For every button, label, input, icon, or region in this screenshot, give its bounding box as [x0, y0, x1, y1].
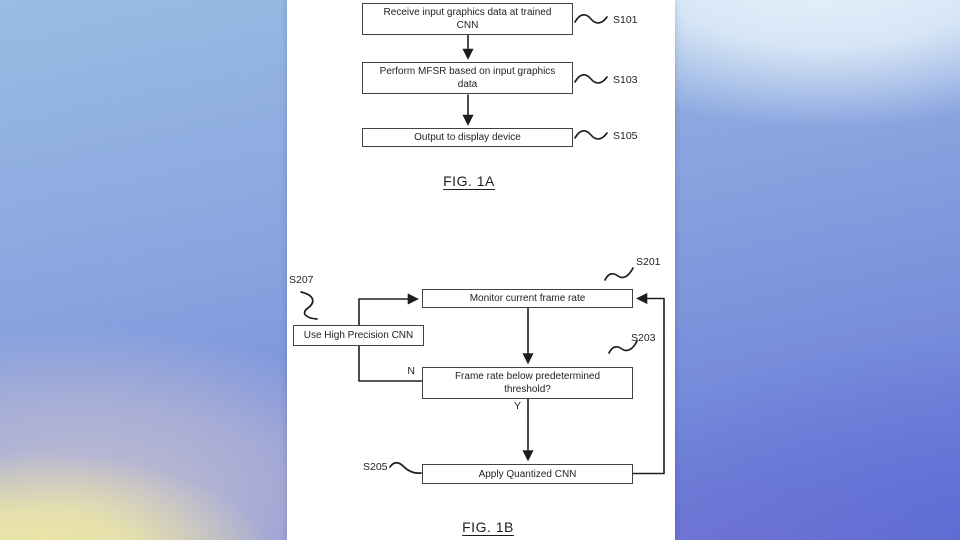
- figure-caption-1b: FIG. 1B: [462, 519, 514, 535]
- flow-box-use-high-precision-cnn: Use High Precision CNN: [293, 325, 424, 346]
- step-label-s201: S201: [636, 256, 661, 268]
- flow-box-label: Output to display device: [414, 132, 521, 143]
- flow-box-label: Receive input graphics data at trained C…: [383, 7, 552, 31]
- flow-box-threshold-decision: Frame rate below predetermined threshold…: [422, 367, 633, 399]
- flow-box-label: Perform MFSR based on input graphics dat…: [379, 66, 556, 90]
- branch-label-no: N: [407, 365, 415, 377]
- figure-caption-1a: FIG. 1A: [443, 173, 495, 189]
- flow-box-label: Frame rate below predetermined threshold…: [454, 371, 601, 395]
- flow-box-perform-mfsr: Perform MFSR based on input graphics dat…: [362, 62, 573, 94]
- leader-squiggle-s201: [604, 267, 634, 281]
- step-label-s101: S101: [613, 14, 638, 26]
- flow-box-monitor-frame-rate: Monitor current frame rate: [422, 289, 633, 308]
- step-label-s103: S103: [613, 74, 638, 86]
- leader-squiggle-s205: [389, 461, 422, 474]
- step-label-s203: S203: [631, 332, 656, 344]
- step-label-s207: S207: [289, 274, 314, 286]
- arrow-apply-feedback-loop: [633, 292, 665, 475]
- leader-squiggle-s105: [574, 130, 608, 140]
- branch-label-yes: Y: [513, 400, 521, 412]
- flow-box-label: Use High Precision CNN: [303, 330, 414, 341]
- flow-box-label: Apply Quantized CNN: [478, 468, 577, 480]
- leader-squiggle-s207: [300, 291, 318, 320]
- patent-page: Receive input graphics data at trained C…: [287, 0, 675, 540]
- flow-box-output-display: Output to display device: [362, 128, 573, 147]
- leader-squiggle-s103: [574, 74, 608, 84]
- step-label-s105: S105: [613, 130, 638, 142]
- flow-box-apply-quantized-cnn: Apply Quantized CNN: [422, 464, 633, 484]
- leader-squiggle-s101: [574, 14, 608, 24]
- flow-box-receive-input: Receive input graphics data at trained C…: [362, 3, 573, 35]
- step-label-s205: S205: [363, 461, 388, 473]
- flow-box-label: Monitor current frame rate: [469, 293, 586, 304]
